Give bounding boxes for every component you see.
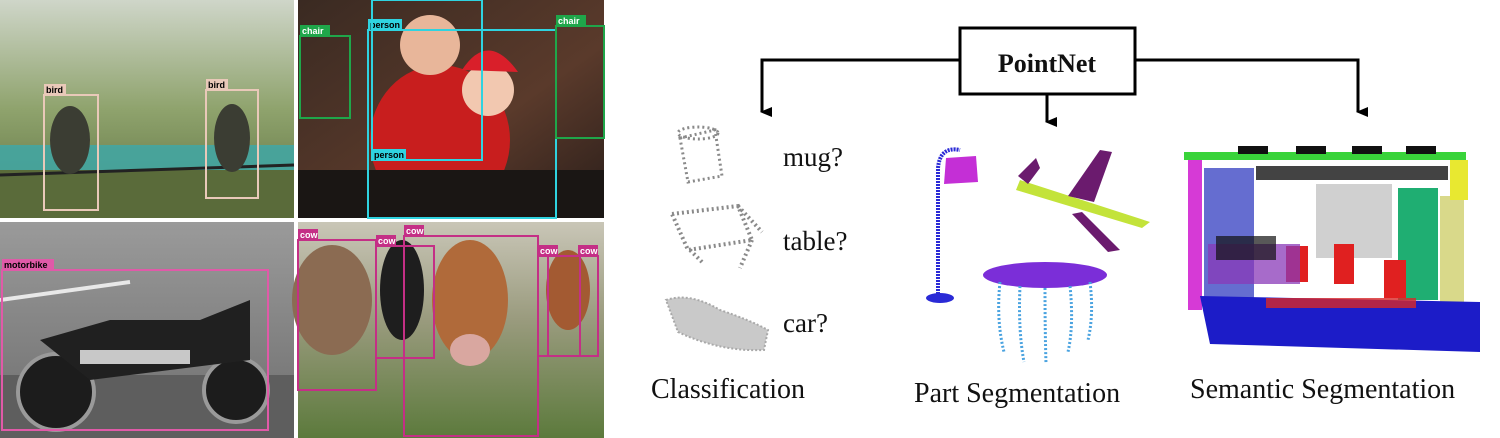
room-clutter xyxy=(1216,236,1276,260)
baby-face xyxy=(462,64,514,116)
person-label-2: person xyxy=(374,150,404,160)
person-box-2 xyxy=(371,0,483,161)
cow-label-4: cow xyxy=(540,246,559,256)
cow-tag-2 xyxy=(376,235,396,246)
pointnet-diagram: PointNet mug? table? car? Classification xyxy=(651,26,1480,409)
table-seg-pointcloud xyxy=(983,262,1107,365)
chair-tag-1 xyxy=(300,25,330,36)
dark-pants xyxy=(298,170,604,218)
classification-caption: Classification xyxy=(651,374,805,405)
panel-birds: bird bird xyxy=(0,0,295,218)
classification-item-mug: mug? xyxy=(783,142,843,172)
bird-label-1: bird xyxy=(46,85,63,95)
chair-tag-2 xyxy=(556,15,586,26)
bird-label-2: bird xyxy=(208,80,225,90)
cow-center-nose xyxy=(450,334,490,366)
motorbike-label: motorbike xyxy=(4,260,48,270)
panel-cows: cow cow cow cow cow xyxy=(292,222,604,438)
semantic-segmentation-caption: Semantic Segmentation xyxy=(1190,374,1455,405)
motorbike-box xyxy=(1,269,269,431)
cow-center xyxy=(432,240,508,360)
semantic-segmentation-section: Semantic Segmentation xyxy=(1184,146,1480,405)
pointnet-title: PointNet xyxy=(998,49,1097,78)
cow-left xyxy=(292,245,372,355)
room-floor-red-strip xyxy=(1266,298,1416,308)
cow-label-3: cow xyxy=(406,226,425,236)
road-marking xyxy=(0,280,131,302)
room-ceiling-edge xyxy=(1184,152,1466,160)
person-label-1: person xyxy=(370,20,400,30)
person-tag-1 xyxy=(368,19,402,30)
cow-box-5 xyxy=(547,255,599,357)
cow-tag-3 xyxy=(404,225,424,236)
cow-right xyxy=(546,250,590,330)
bird-box-1 xyxy=(43,94,99,211)
bird-2 xyxy=(214,104,250,172)
room-yellow-edge xyxy=(1450,160,1468,200)
cow-label-5: cow xyxy=(580,246,599,256)
chair-label-1: chair xyxy=(302,26,324,36)
person-face xyxy=(400,15,460,75)
chair-label-2: chair xyxy=(558,16,580,26)
classification-item-car: car? xyxy=(783,308,828,338)
cow-tag-5 xyxy=(578,245,598,256)
santa-hat xyxy=(462,50,518,72)
panel-motorbike: motorbike xyxy=(0,222,294,438)
cow-black xyxy=(380,240,424,340)
car-pointcloud xyxy=(664,296,770,352)
bird-1 xyxy=(50,106,90,174)
room-chair-red-3 xyxy=(1384,260,1406,298)
person-tag-2 xyxy=(372,149,406,160)
panel-person: person person chair chair xyxy=(298,0,605,219)
railing xyxy=(0,163,295,177)
cow-label-2: cow xyxy=(378,236,397,246)
bird-tag-2 xyxy=(206,79,228,90)
classification-item-table: table? xyxy=(783,226,847,256)
pointnet-box xyxy=(958,26,1137,96)
airplane-pointcloud xyxy=(1016,150,1150,252)
room-floor-blue xyxy=(1200,296,1480,352)
part-segmentation-section: Part Segmentation xyxy=(914,147,1150,409)
cow-tag-1 xyxy=(298,229,318,240)
bird-box-2 xyxy=(205,89,259,199)
cow-tag-4 xyxy=(538,245,558,256)
arrow-to-classification xyxy=(760,58,960,117)
mug-pointcloud xyxy=(676,125,724,184)
motorbike-tag xyxy=(2,259,54,270)
room-chair-red-2 xyxy=(1334,244,1354,284)
table-pointcloud xyxy=(669,203,764,269)
bird-tag-1 xyxy=(44,84,66,95)
room-left-wall-magenta xyxy=(1188,160,1202,310)
part-segmentation-caption: Part Segmentation xyxy=(914,378,1120,409)
motorbike-rear-wheel xyxy=(202,356,270,424)
lamp-pointcloud xyxy=(926,147,978,303)
motorbike-chrome xyxy=(80,350,190,364)
room-beam xyxy=(1256,166,1448,180)
arrow-to-semantic-segmentation xyxy=(1135,58,1368,117)
cow-label-1: cow xyxy=(300,230,319,240)
classification-section: mug? table? car? Classification xyxy=(651,125,847,405)
